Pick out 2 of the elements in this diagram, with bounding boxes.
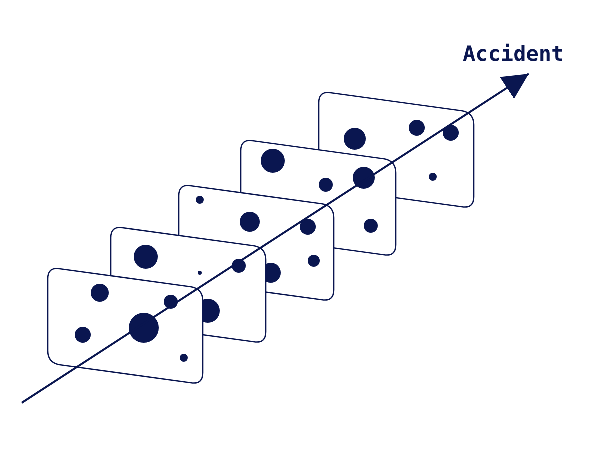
arrow: [21, 73, 530, 404]
outcome-label: Accident: [463, 44, 566, 65]
